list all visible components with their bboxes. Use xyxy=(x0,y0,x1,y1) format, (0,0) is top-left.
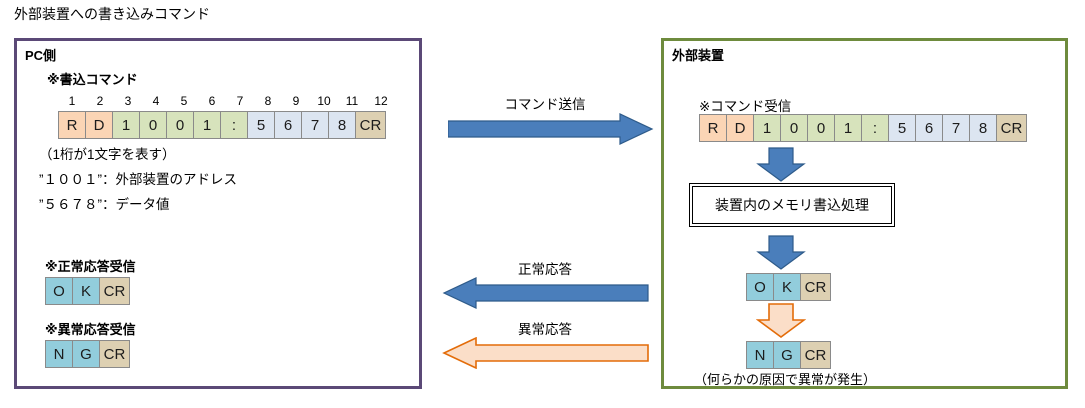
byte-cell-3: 1 xyxy=(113,112,140,138)
byte-cell-9: 6 xyxy=(275,112,302,138)
byte-cell-6: 1 xyxy=(194,112,221,138)
index-12: 12 xyxy=(374,94,388,108)
memory-write-process-box: 装置内のメモリ書込処理 xyxy=(689,183,895,227)
index-5: 5 xyxy=(180,94,188,108)
index-8: 8 xyxy=(264,94,272,108)
ok-cell-cr: CR xyxy=(100,278,129,304)
error-response-label: 異常応答 xyxy=(518,322,572,337)
ok-cell-k: K xyxy=(73,278,100,304)
memory-write-process-label: 装置内のメモリ書込処理 xyxy=(692,186,892,224)
pc-note-data: ”５６７８”：データ値 xyxy=(39,197,170,212)
down-arrow-to-process-icon xyxy=(756,147,806,182)
pc-note-digit: （1桁が1文字を表す） xyxy=(39,147,176,162)
device-byte-cell-11: 8 xyxy=(970,115,997,141)
device-byte-cell-8: 5 xyxy=(889,115,916,141)
byte-cell-4: 0 xyxy=(140,112,167,138)
byte-cell-5: 0 xyxy=(167,112,194,138)
pc-write-command-heading: ※書込コマンド xyxy=(47,72,138,87)
device-byte-cell-6: 1 xyxy=(835,115,862,141)
byte-cell-10: 7 xyxy=(302,112,329,138)
device-ok-cell-o: O xyxy=(747,274,774,300)
index-7: 7 xyxy=(236,94,244,108)
index-11: 11 xyxy=(345,94,359,108)
device-ng-cell-n: N xyxy=(747,342,774,368)
pc-ok-heading: ※正常応答受信 xyxy=(45,259,136,274)
byte-cell-11: 8 xyxy=(329,112,356,138)
command-send-label: コマンド送信 xyxy=(504,97,586,112)
device-ok-cell-k: K xyxy=(774,274,801,300)
device-byte-cell-12-cr: CR xyxy=(997,115,1026,141)
down-arrow-to-ng-icon xyxy=(756,303,806,338)
index-1: 1 xyxy=(68,94,76,108)
ng-cell-g: G xyxy=(73,341,100,367)
device-byte-cell-10: 7 xyxy=(943,115,970,141)
byte-cell-1: R xyxy=(59,112,86,138)
pc-panel: PC側 ※書込コマンド 1 2 3 4 5 6 7 8 9 10 11 12 R… xyxy=(14,38,422,389)
device-byte-cell-3: 1 xyxy=(754,115,781,141)
device-receive-heading: ※コマンド受信 xyxy=(699,99,792,114)
ng-cell-cr: CR xyxy=(100,341,129,367)
device-panel: 外部装置 ※コマンド受信 R D 1 0 0 1 : 5 6 7 8 CR 装置… xyxy=(661,38,1068,389)
device-ok-byte-row: O K CR xyxy=(746,273,831,301)
index-6: 6 xyxy=(208,94,216,108)
error-response-arrow-icon xyxy=(442,337,649,369)
device-ng-byte-row: N G CR xyxy=(746,341,831,369)
device-panel-title: 外部装置 xyxy=(672,48,725,63)
index-9: 9 xyxy=(292,94,300,108)
byte-cell-8: 5 xyxy=(248,112,275,138)
device-ng-note: （何らかの原因で異常が発生） xyxy=(694,372,877,387)
ng-cell-n: N xyxy=(46,341,73,367)
byte-cell-7: : xyxy=(221,112,248,138)
ok-cell-o: O xyxy=(46,278,73,304)
byte-cell-12-cr: CR xyxy=(356,112,385,138)
device-byte-cell-2: D xyxy=(727,115,754,141)
pc-ok-byte-row: O K CR xyxy=(45,277,130,305)
device-command-byte-row: R D 1 0 0 1 : 5 6 7 8 CR xyxy=(699,114,1027,142)
device-byte-cell-5: 0 xyxy=(808,115,835,141)
pc-panel-title: PC側 xyxy=(25,48,57,63)
device-byte-cell-1: R xyxy=(700,115,727,141)
device-ng-cell-cr: CR xyxy=(801,342,830,368)
device-ok-cell-cr: CR xyxy=(801,274,830,300)
diagram-title: 外部装置への書き込みコマンド xyxy=(14,6,210,22)
command-send-arrow-icon xyxy=(448,113,654,145)
down-arrow-to-ok-icon xyxy=(756,235,806,270)
pc-ng-byte-row: N G CR xyxy=(45,340,130,368)
pc-ng-heading: ※異常応答受信 xyxy=(45,322,136,337)
device-byte-cell-4: 0 xyxy=(781,115,808,141)
device-ng-cell-g: G xyxy=(774,342,801,368)
device-byte-cell-7: : xyxy=(862,115,889,141)
index-3: 3 xyxy=(124,94,132,108)
byte-cell-2: D xyxy=(86,112,113,138)
pc-note-address: ”１００１”：外部装置のアドレス xyxy=(39,172,237,187)
pc-command-index-row: 1 2 3 4 5 6 7 8 9 10 11 12 xyxy=(58,94,396,108)
index-4: 4 xyxy=(152,94,160,108)
normal-response-arrow-icon xyxy=(442,277,649,309)
pc-command-byte-row: R D 1 0 0 1 : 5 6 7 8 CR xyxy=(58,111,386,139)
index-10: 10 xyxy=(317,94,331,108)
index-2: 2 xyxy=(96,94,104,108)
normal-response-label: 正常応答 xyxy=(518,262,572,277)
device-byte-cell-9: 6 xyxy=(916,115,943,141)
